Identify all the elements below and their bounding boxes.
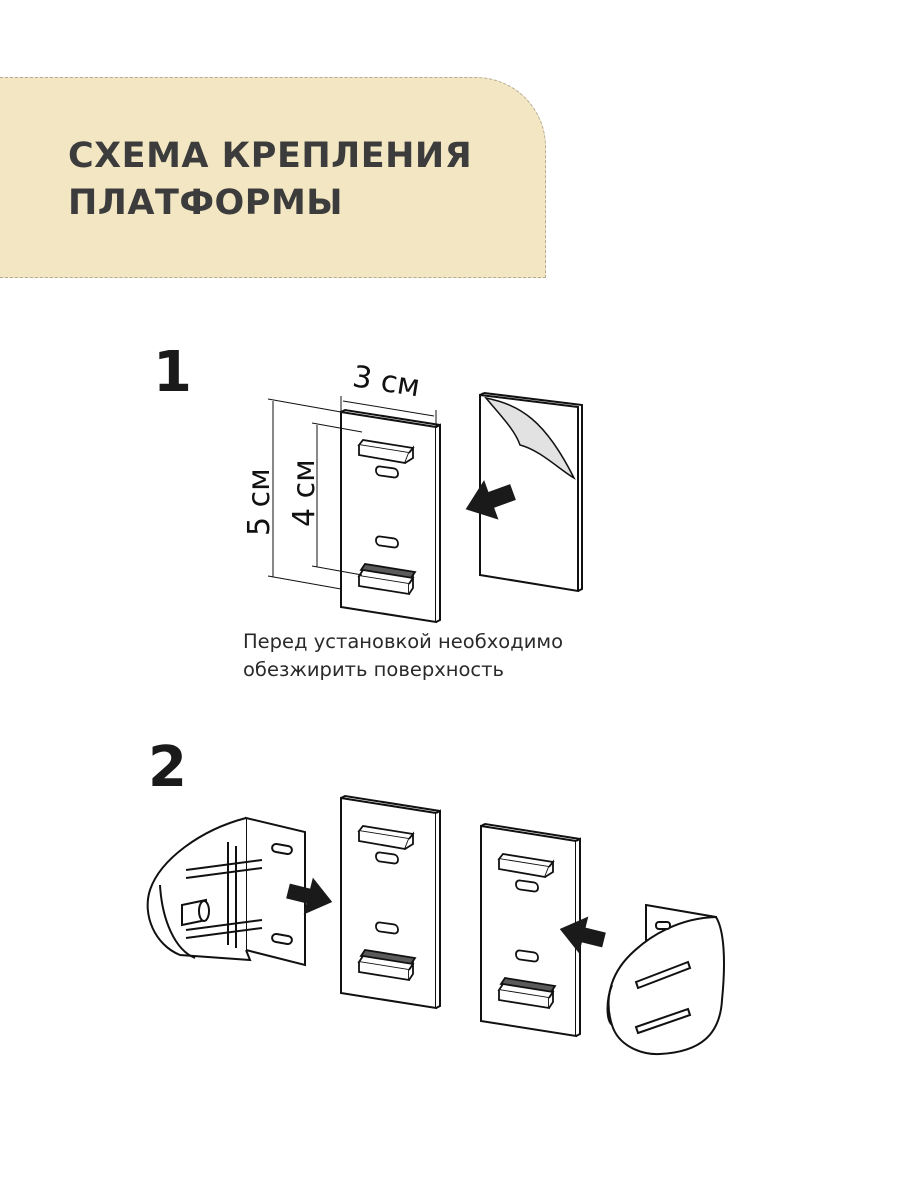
step-2-number: 2 (148, 735, 187, 800)
outer-height-label: 5 см (242, 468, 277, 536)
page-title-line1: СХЕМА КРЕПЛЕНИЯ (68, 136, 473, 176)
step-1-plate (340, 409, 441, 623)
width-dimension (340, 396, 437, 428)
page-title-line2: ПЛАТФОРМЫ (68, 183, 344, 223)
step-2-right-cover (606, 903, 725, 1056)
adhesive-tape (479, 392, 583, 593)
outer-height-dimension (267, 398, 342, 590)
title-banner (0, 77, 546, 278)
step-1-note: Перед установкой необходимо обезжирить п… (243, 628, 563, 684)
step-1-number: 1 (153, 340, 192, 405)
note-line1: Перед установкой необходимо (243, 630, 564, 653)
step-2-plate-left (340, 795, 441, 1009)
inner-height-dimension (311, 422, 363, 576)
step-2-left-bracket (146, 816, 306, 967)
page-title: СХЕМА КРЕПЛЕНИЯ ПЛАТФОРМЫ (68, 133, 538, 227)
inner-height-label: 4 см (287, 459, 322, 527)
note-line2: обезжирить поверхность (243, 658, 505, 681)
width-label: 3 см (350, 359, 422, 404)
